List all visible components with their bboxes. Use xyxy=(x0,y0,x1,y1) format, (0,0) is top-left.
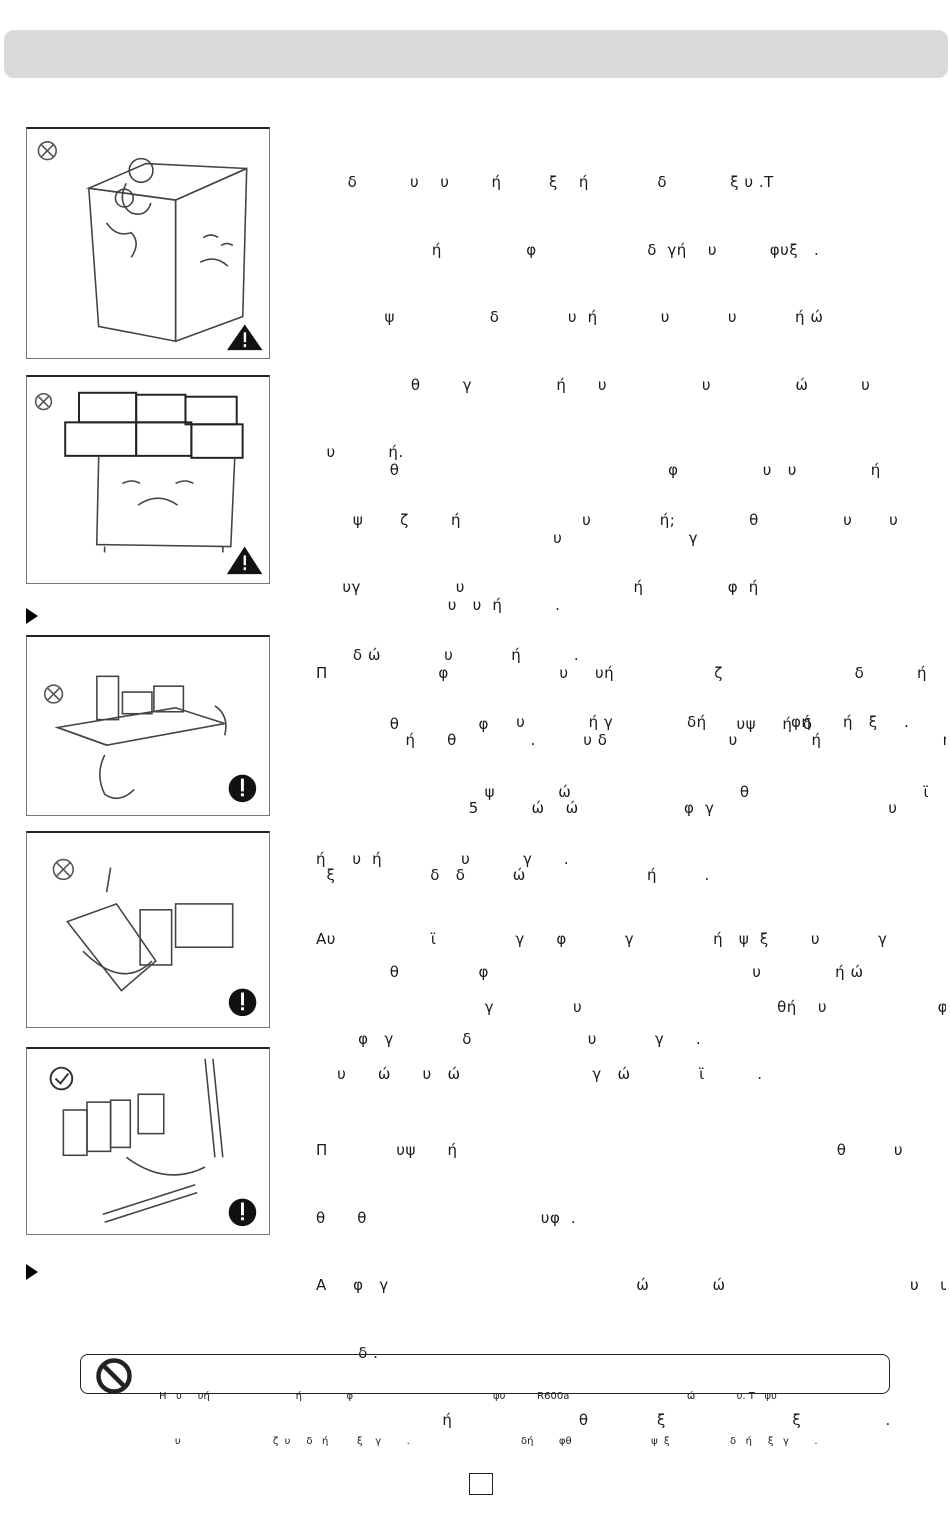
section-4-text: Αυ ϊ γ φ γ ή ψ ξ υ γ θή υ γ υ xyxy=(316,838,946,1108)
prohibited-icon xyxy=(52,858,74,881)
caution-icon xyxy=(228,988,257,1017)
text-line: δ υ υ ή ξ ή δ ξ υ .Τ xyxy=(316,173,774,191)
text-line: θ γ ή υ υ ώ υ xyxy=(316,375,871,394)
section-1-text: δ υ υ ή ξ ή δ ξ υ .Τ ή φ δ γή υ φυξ . ψ … xyxy=(316,126,946,756)
illustration-shelf-items xyxy=(26,635,270,816)
text-line: ψ ζ ή υ ή; θ υ υ xyxy=(316,510,899,529)
text-line: θ φ υ ή ώ xyxy=(316,962,864,981)
section-2-text: θ φ υ υ ή υ γ υ υ ή xyxy=(316,369,946,909)
refrigerant-notice: Η υ υή ή φ ψυ R600a ώ υ. Τ ψυ υ xyxy=(80,1354,890,1447)
text-line: ξ δ δ ώ ή . xyxy=(316,866,710,884)
text-line: ή υ ή υ γ . xyxy=(316,850,570,868)
notice-line: υ ζ υ δ ή ξ γ . δή φθ ψ ξ δ ή ξ γ . xyxy=(159,1436,818,1447)
text-line: θ φ υψ ή δ xyxy=(316,715,813,733)
warning-icon xyxy=(226,324,263,351)
page-number-box xyxy=(469,1473,493,1495)
text-line: γ υ θή υ φ - xyxy=(316,997,946,1016)
allowed-icon xyxy=(49,1066,74,1091)
text-line: ή θ . υ δ υ ή ή - xyxy=(316,731,946,749)
notice-line: Η υ υή ή φ ψυ R600a ώ υ. Τ ψυ xyxy=(159,1391,777,1402)
text-line: Π φ υ υή ζ δ ή xyxy=(316,663,927,682)
text-line: φ γ δ υ γ . xyxy=(316,1030,702,1048)
illustration-child-climbing xyxy=(26,127,270,359)
illustration-chemicals xyxy=(26,831,270,1028)
text-line: Π υψ ή θ υ - xyxy=(316,1141,904,1159)
text-line: ή φ δ γή υ φυξ . xyxy=(316,240,820,259)
section-bullet-arrow xyxy=(26,608,38,624)
text-line: υ γ xyxy=(316,528,699,547)
text-line: ή θ ξ ξ . xyxy=(316,1411,891,1429)
text-line: θ θ υφ . xyxy=(316,1208,577,1227)
text-line: υγ υ ή φ ή xyxy=(316,578,759,596)
no-entry-icon xyxy=(96,1358,132,1394)
text-line: ψ ώ θ ϊ xyxy=(316,782,929,801)
warning-icon xyxy=(226,546,263,575)
caution-icon xyxy=(228,1198,257,1227)
shelf-drawing xyxy=(54,675,227,800)
illustration-heavy-objects xyxy=(26,375,270,584)
prohibited-icon xyxy=(43,684,64,704)
prohibited-icon xyxy=(37,141,57,161)
text-line: θ φ υ υ ή xyxy=(316,461,881,479)
boxes-drawing xyxy=(64,391,244,459)
text-line: υ υ ή . xyxy=(316,596,561,614)
text-line: υ ή γ δή φή ή ξ . xyxy=(316,713,910,731)
text-line: δ . xyxy=(316,1343,379,1362)
section-bullet-arrow xyxy=(26,1264,38,1280)
text-line: Αυ ϊ γ φ γ ή ψ ξ υ γ θή υ xyxy=(316,930,946,948)
text-line: 5 ώ ώ φ γ υ ή xyxy=(316,798,946,817)
fridge-drawing xyxy=(95,455,236,553)
caution-icon xyxy=(228,774,257,803)
prohibited-icon xyxy=(34,392,53,411)
text-line: Α φ γ ώ ώ υ υ ι xyxy=(316,1276,946,1294)
notice-text: Η υ υή ή φ ψυ R600a ώ υ. Τ ψυ υ xyxy=(159,1359,879,1479)
text-line: δ ώ υ ή . xyxy=(316,645,580,664)
text-line: ψ δ υ ή υ υ ή ώ xyxy=(316,308,824,326)
containers-drawing xyxy=(65,867,234,992)
fridge-drawing xyxy=(85,157,248,343)
illustration-storing-items xyxy=(26,1047,270,1235)
text-line: υ ή. xyxy=(316,443,404,461)
cans-drawing xyxy=(62,1058,224,1223)
header-bar xyxy=(4,30,948,78)
text-line: υ ώ υ ώ γ ώ ϊ . xyxy=(316,1065,763,1083)
section-3-text: θ φ υψ ή δ ψ ώ θ ϊ ή xyxy=(316,623,946,1073)
section-5-text: Π υψ ή θ υ - θ θ υφ . Α φ γ xyxy=(316,1049,946,1454)
